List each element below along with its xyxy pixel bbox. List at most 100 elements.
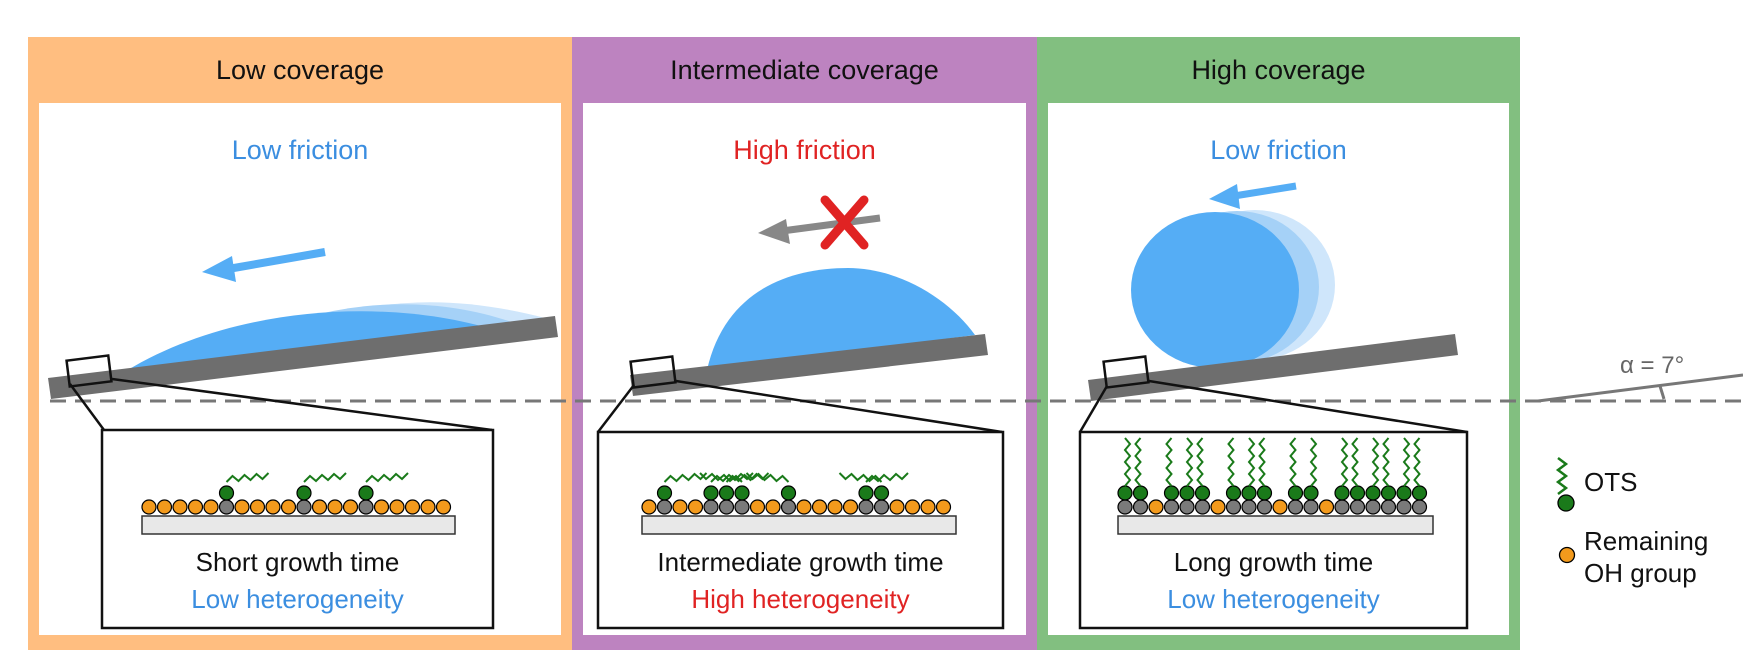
heterogeneity-label: Low heterogeneity <box>191 584 404 614</box>
substrate-atom <box>1194 499 1211 515</box>
ots-head <box>703 485 719 501</box>
inset-substrate <box>1117 515 1434 535</box>
molecule-layer <box>641 472 952 515</box>
ots-head <box>1334 485 1350 501</box>
ots-chain <box>745 472 790 483</box>
substrate-atom <box>1241 499 1257 515</box>
blocked-arrow-icon <box>758 214 881 244</box>
heterogeneity-label: High heterogeneity <box>691 584 910 614</box>
oh-group <box>827 499 843 515</box>
ots-chain <box>699 472 743 483</box>
oh-group <box>172 499 188 515</box>
tilt-angle-label: α = 7° <box>1620 352 1685 379</box>
ots-head <box>780 485 797 501</box>
substrate-atom <box>218 499 235 515</box>
legend-oh-label-line2: OH group <box>1584 558 1697 588</box>
ots-chain <box>1134 437 1142 487</box>
oh-group <box>373 499 390 515</box>
ots-head <box>858 485 874 501</box>
substrate-atom <box>1365 499 1381 515</box>
ots-chain-icon <box>1555 457 1569 495</box>
growth-time-caption: Intermediate growth time <box>657 547 944 577</box>
oh-group <box>203 499 219 515</box>
substrate-atom <box>873 499 890 515</box>
ots-head <box>873 485 890 501</box>
ots-head <box>1380 485 1397 501</box>
substrate-atom <box>1132 499 1149 515</box>
slide-arrow-icon <box>1209 182 1297 209</box>
legend <box>1555 457 1576 564</box>
ots-head <box>1287 485 1304 501</box>
oh-group <box>920 499 936 515</box>
substrate-atom <box>858 499 874 515</box>
substrate-atom <box>1179 499 1195 515</box>
ots-chain <box>1289 437 1297 487</box>
ots-head <box>734 485 750 501</box>
legend-oh-label-line1: Remaining <box>1584 526 1709 556</box>
ots-head <box>1303 485 1319 501</box>
ots-chain <box>1185 437 1194 487</box>
substrate-atom <box>1349 499 1366 515</box>
oh-group <box>435 499 452 515</box>
growth-time-caption: Long growth time <box>1173 547 1374 577</box>
tilted-substrate <box>48 316 558 399</box>
substrate-atom <box>1117 499 1133 515</box>
zoom-region-box <box>65 354 113 388</box>
low-coverage-scene <box>48 248 558 630</box>
oh-group <box>1148 499 1164 515</box>
ots-chain <box>303 472 347 483</box>
oh-group <box>842 499 859 515</box>
ots-chain <box>1351 437 1359 487</box>
ots-chain <box>1382 437 1390 487</box>
ots-chain <box>1402 437 1411 487</box>
oh-group <box>672 499 688 515</box>
substrate-atom <box>1334 499 1350 515</box>
ots-head <box>1365 485 1381 501</box>
substrate-atom <box>656 499 673 515</box>
oh-group <box>389 499 405 515</box>
ots-chain <box>225 472 270 483</box>
molecule-layer <box>1117 437 1428 515</box>
ots-head <box>1411 485 1428 501</box>
slide-arrow-icon <box>202 248 326 282</box>
ots-chain <box>1309 437 1318 487</box>
oh-group <box>234 499 250 515</box>
oh-group <box>327 499 343 515</box>
oh-group <box>404 499 421 515</box>
oh-group <box>156 499 173 515</box>
ots-chain <box>1165 437 1173 487</box>
oh-group <box>935 499 952 515</box>
substrate-atom <box>1225 499 1242 515</box>
panel-header: Low coverage <box>215 54 385 85</box>
oh-group <box>749 499 766 515</box>
ots-head <box>1117 485 1133 501</box>
friction-label: Low friction <box>1210 135 1347 165</box>
oh-group <box>641 499 657 515</box>
ots-chain <box>1371 437 1380 487</box>
droplet <box>707 268 975 370</box>
oh-group <box>141 499 157 515</box>
ots-head <box>1194 485 1211 501</box>
oh-group <box>249 499 266 515</box>
oh-group <box>187 499 204 515</box>
oh-group <box>420 499 436 515</box>
heterogeneity-label: Low heterogeneity <box>1167 584 1380 614</box>
oh-group <box>342 499 359 515</box>
intermediate-coverage-scene <box>596 195 1005 630</box>
oh-group <box>811 499 828 515</box>
droplet <box>1131 212 1299 368</box>
substrate-atom <box>703 499 719 515</box>
friction-label: Low friction <box>231 135 369 165</box>
oh-group <box>765 499 781 515</box>
ots-chain <box>1196 437 1204 487</box>
ots-chain <box>1247 437 1256 487</box>
inset-substrate <box>641 515 957 535</box>
tilted-substrate <box>630 334 988 396</box>
substrate-atom <box>1256 499 1273 515</box>
oh-group <box>311 499 328 515</box>
zoom-region-box <box>1102 355 1150 389</box>
angle-arc <box>1658 385 1666 400</box>
ots-head <box>1396 485 1412 501</box>
oh-group <box>265 499 281 515</box>
angle-indicator-line <box>1537 373 1743 403</box>
